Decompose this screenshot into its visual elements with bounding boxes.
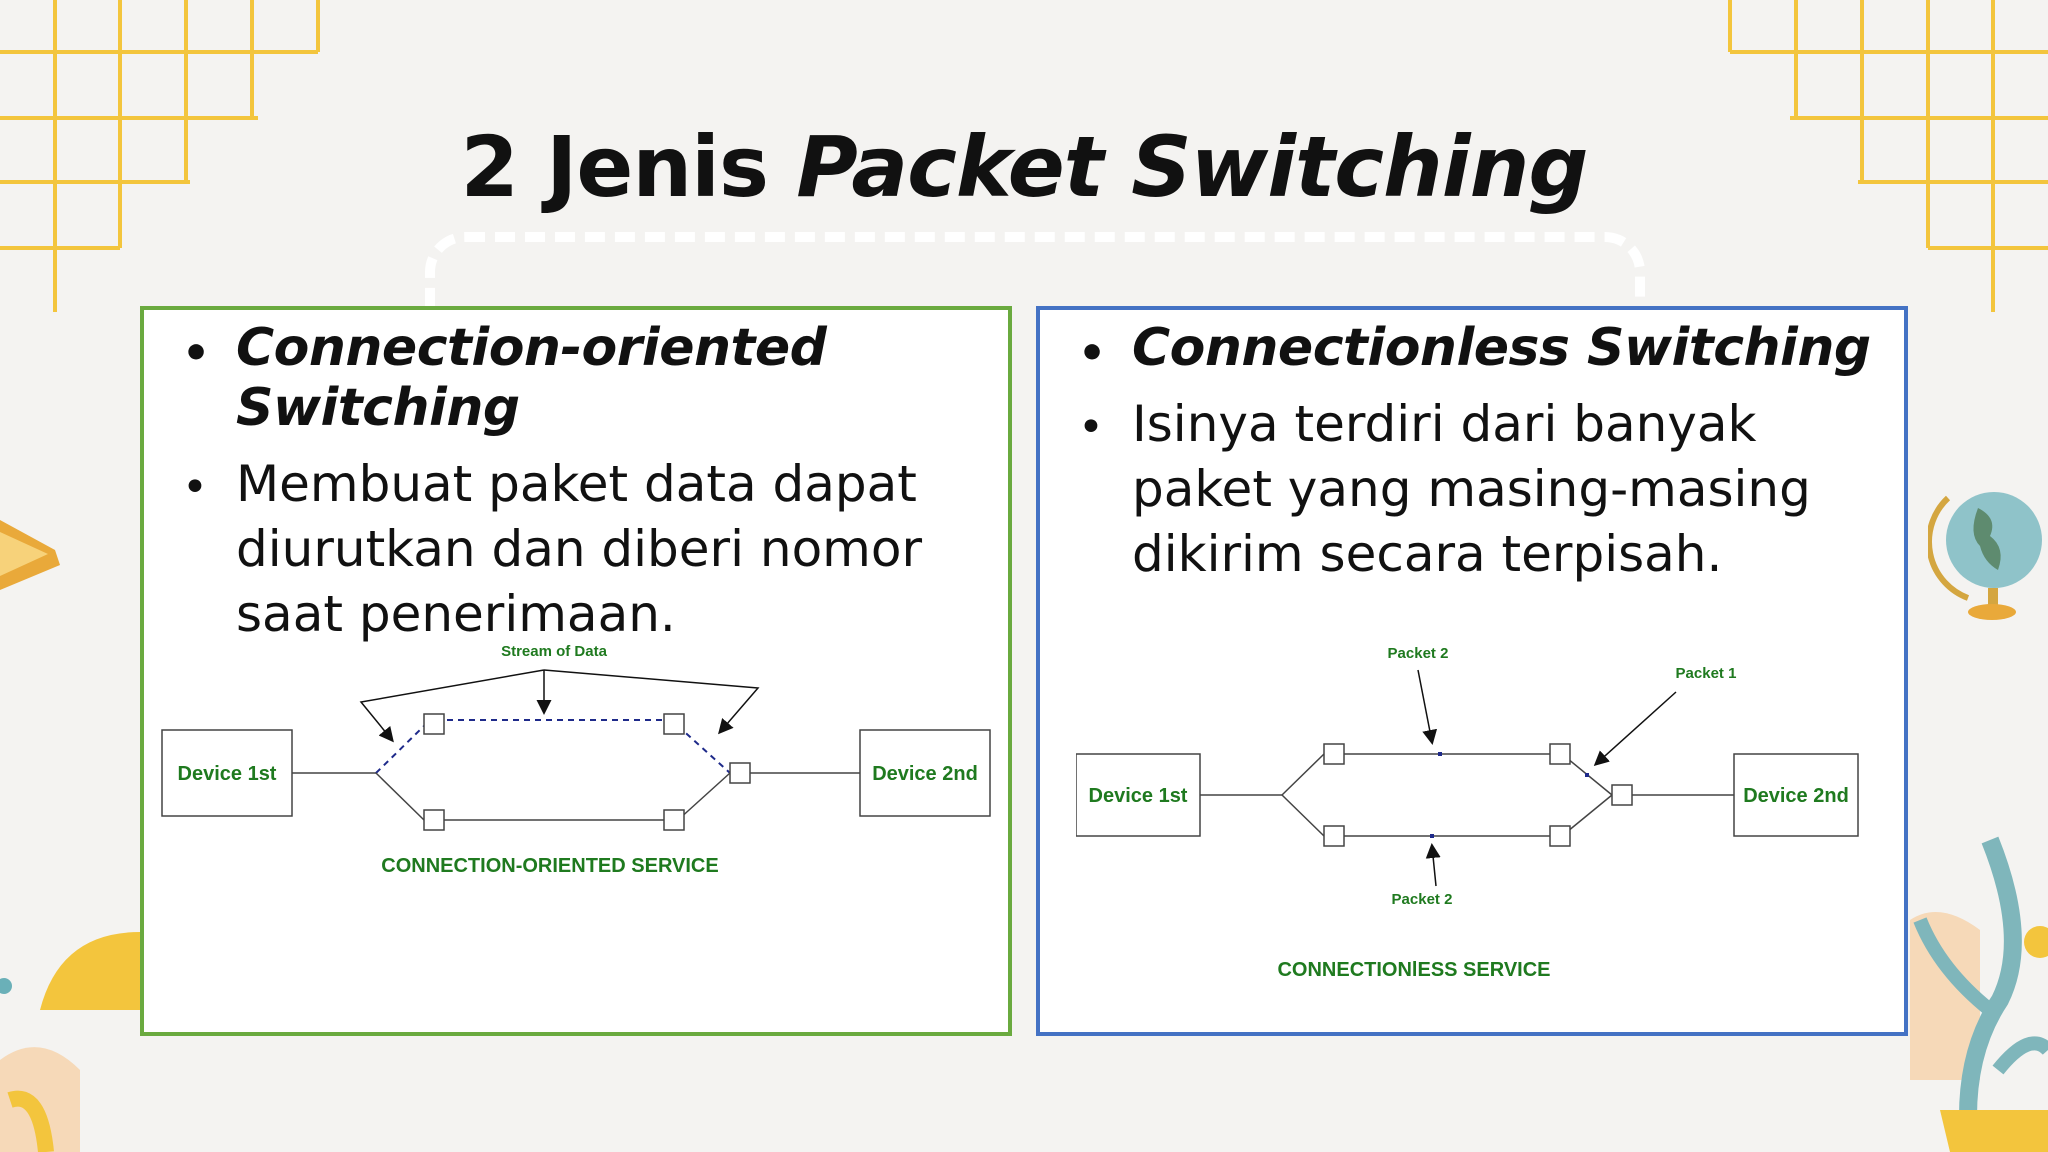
globe-icon: [1928, 478, 2048, 628]
stream-label: Stream of Data: [501, 643, 608, 660]
bullet-icon: •: [182, 328, 210, 379]
connectionless-diagram: Device 1st Device 2nd Packet 2 Packet 1: [1075, 640, 1896, 1024]
packet-right-label: Packet 1: [1676, 665, 1737, 682]
description-text: Isinya terdiri dari banyak paket yang ma…: [1132, 395, 1811, 583]
diagram-caption: CONNECTION-ORIENTED SERVICE: [381, 855, 718, 877]
heading-text: Connectionless Switching: [1132, 318, 1871, 378]
bullet-icon: •: [1078, 402, 1104, 453]
device-box-right: [1733, 753, 1859, 837]
device-box-left: [161, 729, 293, 817]
slide-title: 2 Jenis Packet Switching: [0, 118, 2048, 216]
diagram-caption: CONNECTIONlESS SERVICE: [1277, 959, 1550, 981]
bullet-icon: •: [1078, 328, 1106, 379]
node: [1549, 825, 1571, 847]
bullet-heading: • Connection-oriented Switching: [144, 318, 1008, 438]
node: [1323, 743, 1345, 765]
node: [729, 762, 751, 784]
node: [663, 713, 685, 735]
node: [423, 713, 445, 735]
grid-lines-top-right: [1718, 0, 2048, 320]
device-box-right: [859, 729, 991, 817]
grid-lines-top-left: [0, 0, 330, 320]
bullet-description: • Isinya terdiri dari banyak paket yang …: [1040, 392, 1904, 587]
title-italic: Packet Switching: [796, 118, 1588, 216]
device-label-right: Device 2nd: [1743, 785, 1849, 807]
connectionless-panel: • Connectionless Switching • Isinya terd…: [1036, 306, 1908, 1036]
bullet-list: • Connectionless Switching • Isinya terd…: [1040, 310, 1904, 587]
node: [663, 809, 685, 831]
dashed-frame-decoration: [425, 232, 1645, 362]
plant-illustration: [1880, 820, 2048, 1152]
packet-dot: [1430, 834, 1434, 838]
connection-oriented-panel: • Connection-oriented Switching • Membua…: [140, 306, 1012, 1036]
device-label-left: Device 1st: [178, 763, 277, 785]
bullet-description: • Membuat paket data dapat diurutkan dan…: [144, 452, 1008, 647]
abstract-shapes: [0, 920, 160, 1152]
heading-text: Connection-oriented Switching: [236, 318, 827, 438]
packet-dot: [1585, 773, 1589, 777]
connection-oriented-diagram: Device 1st Device 2nd Stream of Data CON…: [154, 640, 1004, 884]
bullet-list: • Connection-oriented Switching • Membua…: [144, 310, 1008, 647]
node: [423, 809, 445, 831]
bullet-icon: •: [182, 462, 208, 513]
node: [1549, 743, 1571, 765]
description-text: Membuat paket data dapat diurutkan dan d…: [236, 455, 923, 643]
packet-dot: [1438, 752, 1442, 756]
device-label-left: Device 1st: [1089, 785, 1188, 807]
node: [1323, 825, 1345, 847]
title-plain: 2 Jenis: [460, 118, 797, 216]
device-label-right: Device 2nd: [872, 763, 978, 785]
node: [1611, 784, 1633, 806]
packet-bottom-label: Packet 2: [1392, 891, 1453, 908]
packet-top-label: Packet 2: [1388, 645, 1449, 662]
bullet-heading: • Connectionless Switching: [1040, 318, 1904, 378]
book-icon: [0, 510, 70, 600]
